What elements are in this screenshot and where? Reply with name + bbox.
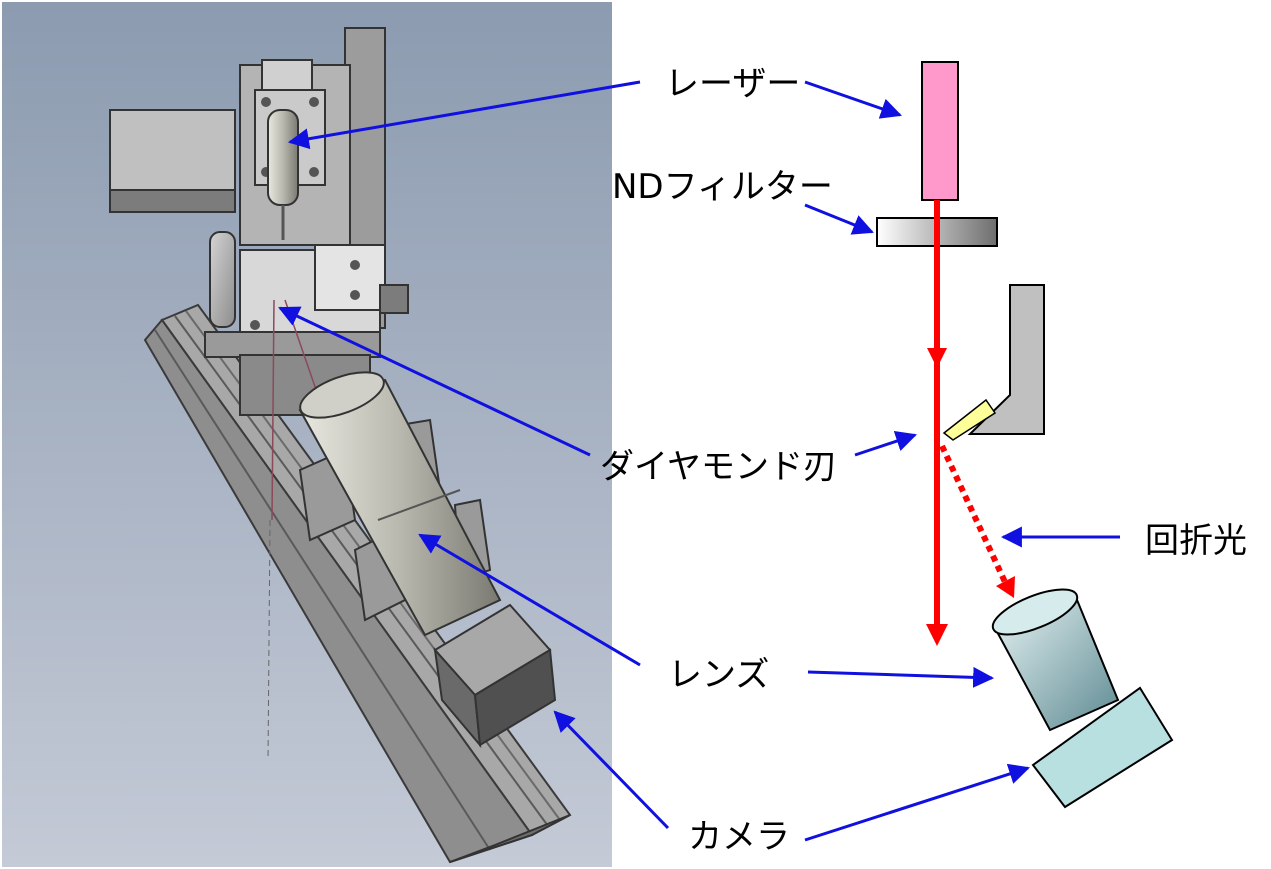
label-diffracted-light: 回折光 bbox=[1145, 521, 1247, 561]
arrow-camera-render bbox=[553, 710, 670, 830]
beam-arrowhead-end bbox=[926, 624, 948, 646]
pointer-arrows bbox=[278, 80, 1120, 842]
arrow-lens-schematic bbox=[807, 666, 995, 688]
beam-arrowhead-mid bbox=[927, 348, 947, 368]
arrow-blade-schematic bbox=[854, 431, 917, 457]
upper-stage bbox=[109, 59, 351, 246]
render-camera-box bbox=[433, 603, 557, 749]
diffracted-light-beam bbox=[939, 444, 1008, 584]
label-camera: カメラ bbox=[688, 817, 790, 857]
label-diamond-blade: ダイヤモンド刃 bbox=[600, 447, 837, 487]
diffracted-arrowhead bbox=[996, 576, 1015, 598]
arrow-ndfilter bbox=[804, 203, 874, 235]
arrow-lens-render bbox=[418, 533, 641, 667]
arrow-laser-render bbox=[287, 80, 641, 150]
camera-cylinder-lens bbox=[991, 588, 1174, 809]
label-lens: レンズ bbox=[668, 655, 769, 695]
arrow-camera-schematic bbox=[804, 763, 1030, 842]
label-nd-filter: NDフィルター bbox=[612, 167, 833, 207]
diamond-blade-holder bbox=[942, 284, 1045, 441]
render-laser-cylinder bbox=[267, 109, 299, 206]
cad-rendering-illustration bbox=[2, 2, 612, 867]
arrow-laser-schematic bbox=[804, 80, 902, 119]
schematic bbox=[876, 61, 1174, 809]
render-lens-tube bbox=[298, 371, 502, 637]
label-laser: レーザー bbox=[665, 64, 800, 104]
laser-module-rectangle bbox=[921, 61, 959, 201]
arrow-blade-render bbox=[278, 306, 591, 457]
